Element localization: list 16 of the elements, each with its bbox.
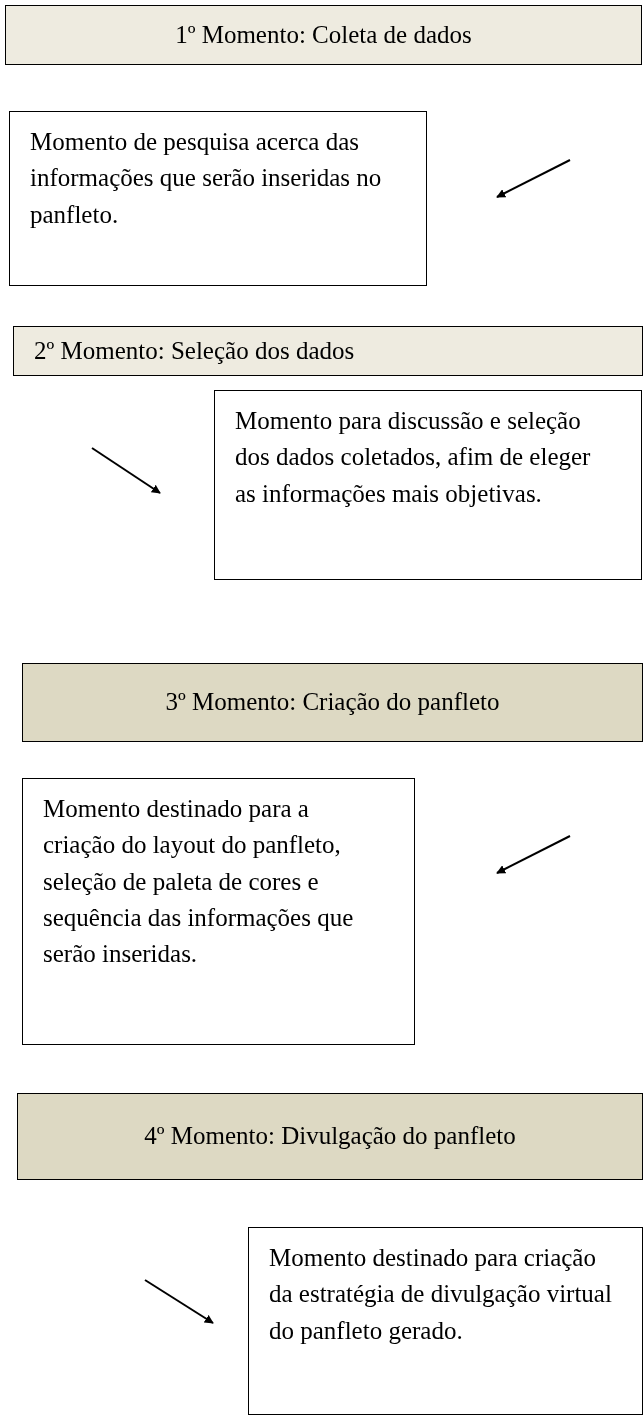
- step-title: 4º Momento: Divulgação do panfleto: [144, 1121, 516, 1152]
- step-description: Momento de pesquisa acerca das informações que serão inseridas no panfleto.: [30, 127, 383, 230]
- step-description: Momento destinado para criação da estratégia de divulgação virtual do panfleto gerado.: [269, 1243, 612, 1346]
- description-box: [214, 390, 642, 580]
- step-header-box: [22, 663, 643, 742]
- step-title: 2º Momento: Seleção dos dados: [34, 335, 355, 366]
- description-box: [9, 111, 427, 286]
- description-box: [248, 1227, 643, 1415]
- description-box: [22, 778, 415, 1045]
- step-title: 3º Momento: Criação do panfleto: [165, 687, 500, 718]
- step-title: 1º Momento: Coleta de dados: [175, 19, 472, 50]
- step-description: Momento para discussão e seleção dos dados coletados, afim de eleger as informações mais objetivas.: [235, 406, 592, 509]
- step-header-box: [17, 1093, 643, 1180]
- step-description: Momento destinado para a criação do layout do panfleto, seleção de paleta de cores e sequência das informações que serão inseridas.: [43, 794, 355, 969]
- step-header-box: [13, 326, 643, 376]
- step-header-box: [5, 5, 642, 65]
